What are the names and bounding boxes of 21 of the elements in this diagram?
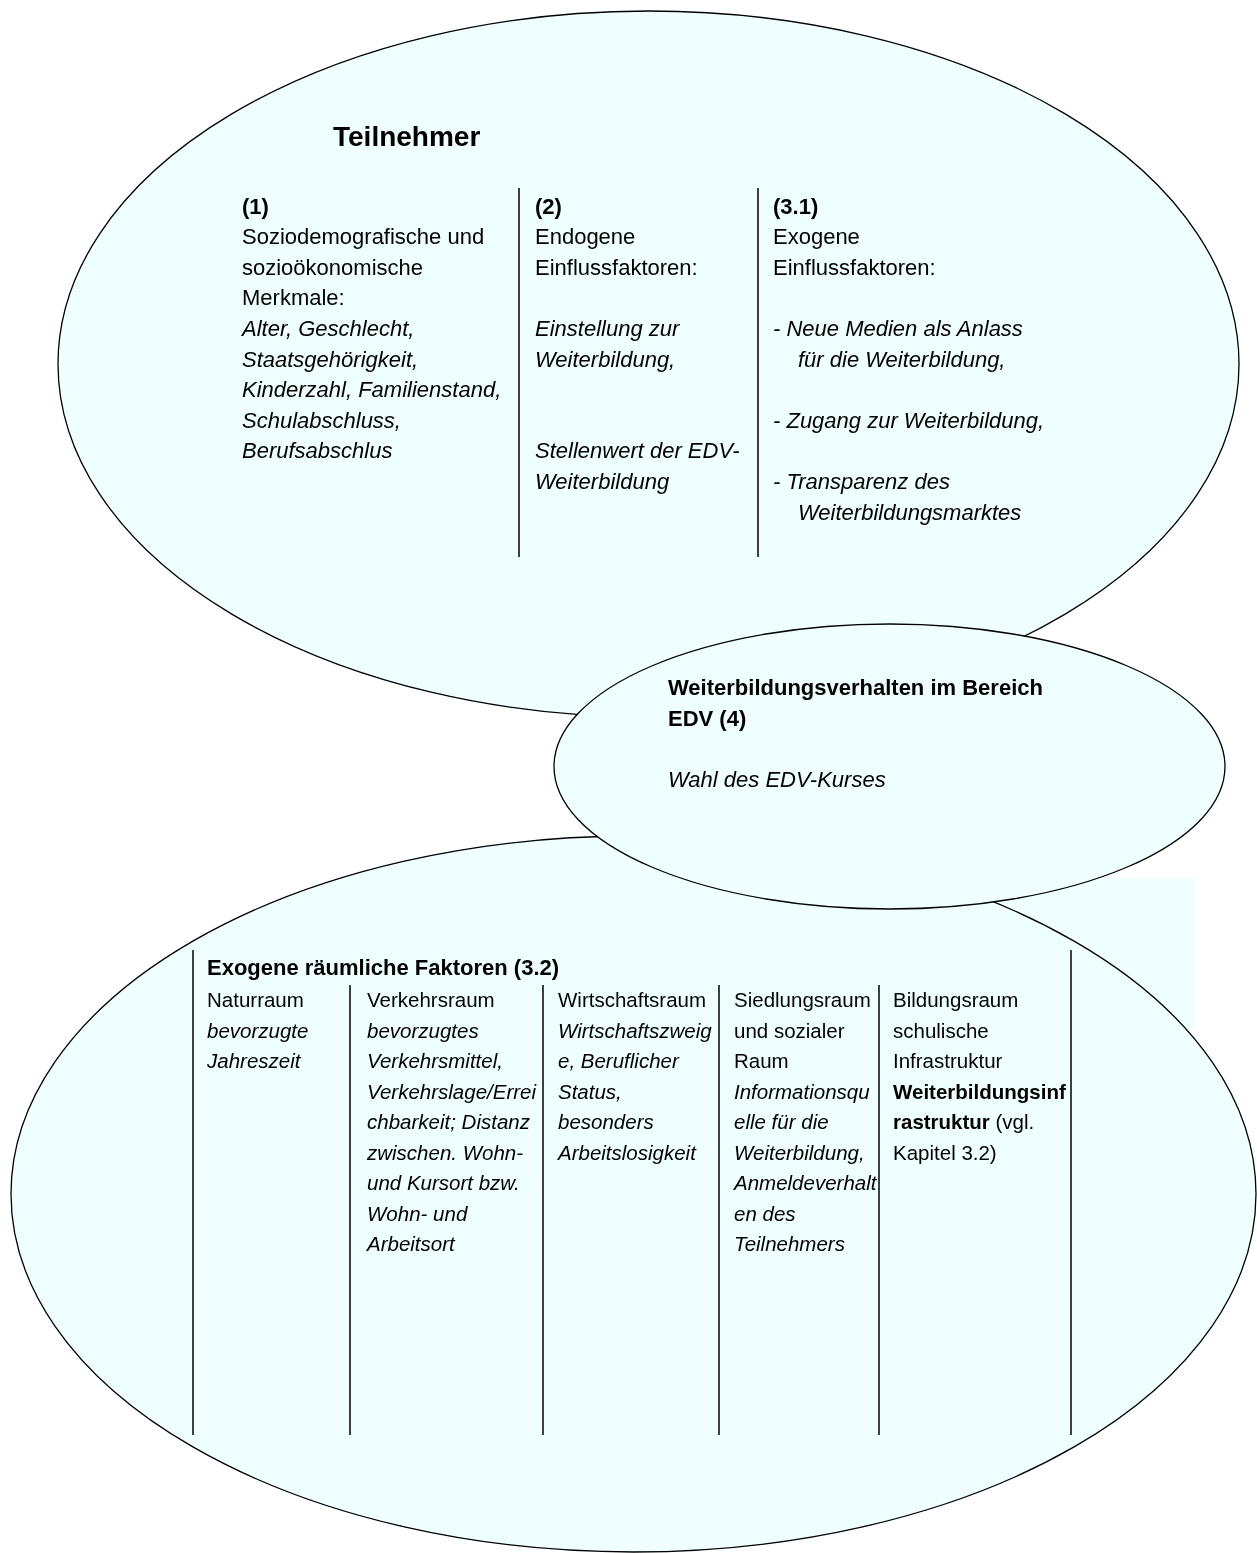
- factor-list: Alter, Geschlecht, Staatsgehörigkeit, Kinderzahl, Familienstand, Schulabschluss, Berufsabschlus: [242, 314, 512, 467]
- bullet-item: - Neue Medien als Anlass für die Weiterbildung,: [773, 315, 1024, 374]
- heading: Teilnehmer: [333, 122, 482, 153]
- column-text: Wirtschaftsraum Wirtschaftszweige, Beruflicher Status, besonders Arbeitslosigkeit: [558, 987, 713, 1166]
- column-text: Bildungsraum schulische Infrastruktur Weiterbildungsinfrastruktur (vgl. Kapitel 3.2): [893, 987, 1067, 1166]
- column-text: Verkehrsraum bevorzugtes Verkehrsmittel, Verkehrslage/Erreichbarkeit; Distanz zwischen. Wohn- und Kursort bzw. Wohn- und Arbeitsort: [367, 987, 538, 1257]
- column-heading: Soziodemografische und sozioökonomische Merkmale:: [242, 223, 486, 312]
- column-heading: Endogene Einflussfaktoren:: [535, 223, 699, 282]
- column-number: (1): [242, 193, 270, 221]
- column-heading: Exogene Einflussfaktoren:: [773, 223, 937, 282]
- column-text: Siedlungsraum und sozialer Raum Informationsquelle für die Weiterbildung, Anmeldeverhalten des Teilnehmers: [734, 987, 877, 1257]
- column-text: Naturraum bevorzugte Jahreszeit: [207, 987, 310, 1074]
- bullet-item: - Zugang zur Weiterbildung,: [773, 407, 1046, 435]
- column-number: (2): [535, 193, 563, 221]
- heading: Weiterbildungsverhalten im Bereich EDV (4): [668, 674, 1044, 733]
- heading: Exogene räumliche Faktoren (3.2): [207, 954, 561, 982]
- bullet-item: - Transparenz des Weiterbildungsmarktes: [773, 468, 1023, 527]
- factor-text: Stellenwert der EDV-Weiterbildung: [535, 437, 741, 496]
- body-text: Wahl des EDV-Kurses: [668, 766, 887, 794]
- factor-text: Einstellung zur Weiterbildung,: [535, 315, 681, 374]
- column-number: (3.1): [773, 193, 820, 221]
